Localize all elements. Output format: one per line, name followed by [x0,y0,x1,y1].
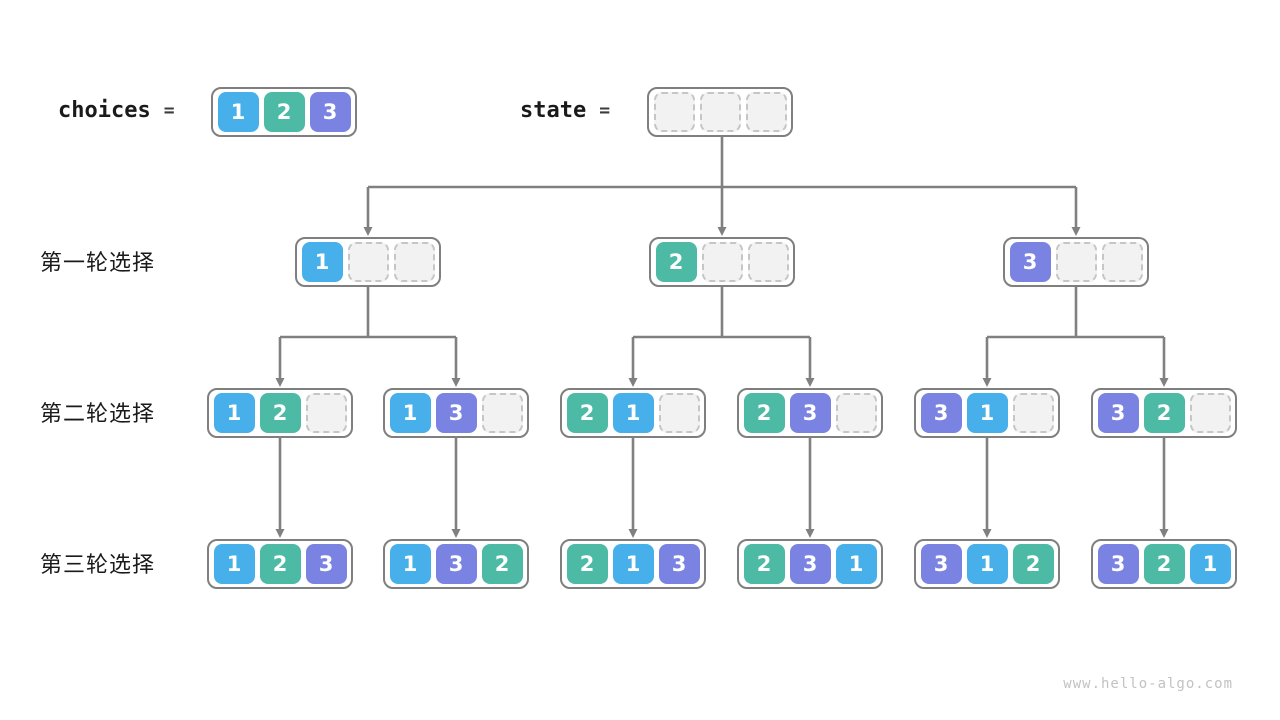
value-cell-3: 3 [435,393,477,433]
empty-slot [481,393,523,433]
state-label: state = [520,96,610,126]
value-cell-3: 3 [920,393,962,433]
empty-slot [393,242,435,282]
value-cell-3: 3 [920,544,962,584]
value-cell-3: 3 [1097,544,1139,584]
state-array-node [647,87,793,137]
value-cell-1: 1 [966,544,1008,584]
empty-slot [347,242,389,282]
value-cell-2: 2 [263,92,305,132]
value-cell-2: 2 [1143,393,1185,433]
empty-slot [653,92,695,132]
state-node-1: 1 [295,237,441,287]
value-cell-2: 2 [743,393,785,433]
round-2-label: 第二轮选择 [40,401,156,426]
empty-slot [1012,393,1054,433]
state-label-text: state [520,98,587,123]
state-equals-sign: = [599,100,611,121]
empty-slot [701,242,743,282]
value-cell-1: 1 [612,393,654,433]
value-cell-3: 3 [1009,242,1051,282]
state-node-3: 3 [1003,237,1149,287]
round-1-label: 第一轮选择 [40,250,156,275]
empty-slot [747,242,789,282]
value-cell-2: 2 [1012,544,1054,584]
value-cell-2: 2 [566,544,608,584]
value-cell-2: 2 [655,242,697,282]
choices-equals-sign: = [163,100,175,121]
value-cell-1: 1 [612,544,654,584]
value-cell-2: 2 [259,544,301,584]
empty-slot [745,92,787,132]
value-cell-2: 2 [481,544,523,584]
value-cell-3: 3 [789,544,831,584]
empty-slot [658,393,700,433]
value-cell-3: 3 [309,92,351,132]
empty-slot [1055,242,1097,282]
empty-slot [305,393,347,433]
value-cell-3: 3 [435,544,477,584]
value-cell-2: 2 [743,544,785,584]
value-cell-3: 3 [789,393,831,433]
choices-label-text: choices [58,98,151,123]
value-cell-1: 1 [835,544,877,584]
empty-slot [699,92,741,132]
value-cell-3: 3 [305,544,347,584]
value-cell-3: 3 [658,544,700,584]
value-cell-1: 1 [301,242,343,282]
value-cell-1: 1 [213,544,255,584]
value-cell-3: 3 [1097,393,1139,433]
value-cell-1: 1 [389,544,431,584]
value-cell-1: 1 [389,393,431,433]
value-cell-2: 2 [259,393,301,433]
empty-slot [835,393,877,433]
choices-label: choices = [58,96,175,126]
value-cell-2: 2 [1143,544,1185,584]
round-3-label: 第三轮选择 [40,552,156,577]
value-cell-1: 1 [217,92,259,132]
value-cell-1: 1 [213,393,255,433]
value-cell-2: 2 [566,393,608,433]
state-node-2: 2 [649,237,795,287]
watermark: www.hello-algo.com [1063,676,1233,692]
value-cell-1: 1 [1189,544,1231,584]
empty-slot [1189,393,1231,433]
empty-slot [1101,242,1143,282]
value-cell-1: 1 [966,393,1008,433]
